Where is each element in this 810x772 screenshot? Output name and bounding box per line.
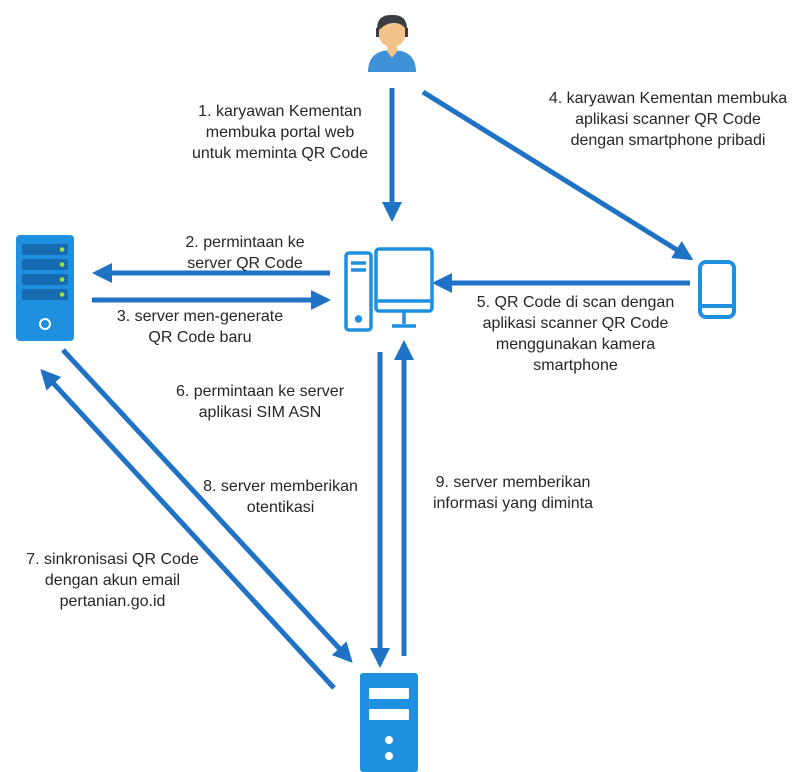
- smartphone-icon: [698, 260, 736, 319]
- arrow-step-7-down: [61, 348, 353, 663]
- server-tower-icon: [360, 673, 418, 772]
- server-rack-icon: [16, 235, 74, 341]
- arrow-step-4: [421, 89, 694, 261]
- arrow-step-7-up: [40, 369, 336, 690]
- desktop-computer-icon: [344, 247, 434, 332]
- user-avatar-icon: [368, 14, 416, 72]
- arrows: [40, 88, 694, 690]
